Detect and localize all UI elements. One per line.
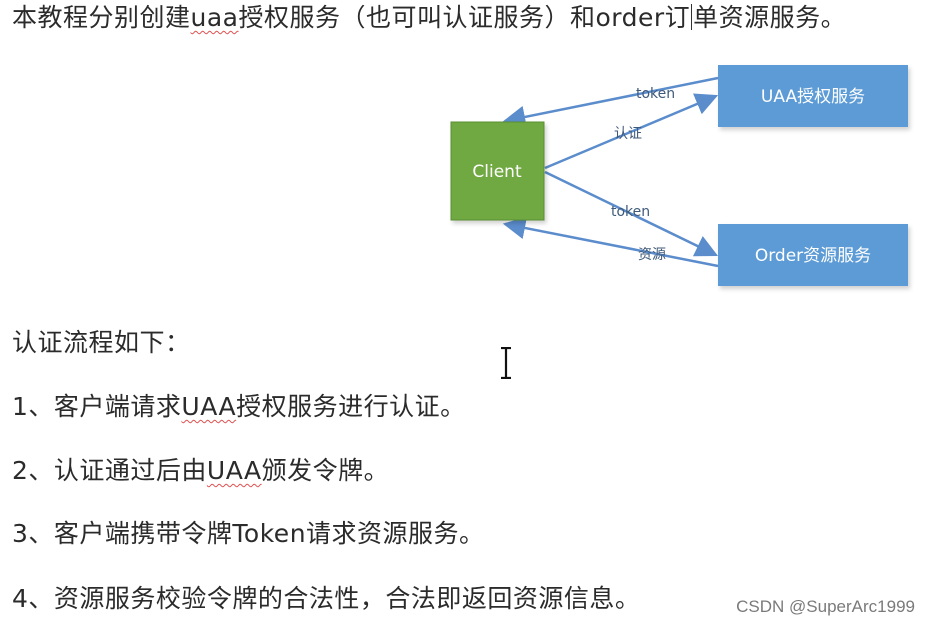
auth-flow-diagram: Client UAA授权服务 Order资源服务 token 认证 token … <box>450 65 908 286</box>
step-1: 1、客户端请求UAA授权服务进行认证。 <box>12 391 466 423</box>
order-service-box <box>718 224 908 286</box>
csdn-watermark: CSDN @SuperArc1999 <box>736 597 915 616</box>
order-service-label: Order资源服务 <box>755 246 871 266</box>
uaa-service-box <box>718 65 908 127</box>
arrow-client-to-order-token <box>544 170 719 257</box>
edge-label-token-top: token <box>636 86 675 102</box>
step-4: 4、资源服务校验令牌的合法性，合法即返回资源信息。 <box>12 584 641 613</box>
step-2-uaa: UAA <box>206 456 262 485</box>
edge-label-auth: 认证 <box>614 126 642 142</box>
step-1-uaa: UAA <box>181 392 237 421</box>
edge-label-resource: 资源 <box>638 247 666 263</box>
arrow-order-to-client-resource <box>502 216 719 268</box>
uaa-service-label: UAA授权服务 <box>761 87 865 107</box>
intro-part3: 单资源服务。 <box>693 3 847 32</box>
step-1-post: 授权服务进行认证。 <box>236 392 466 421</box>
step-2-pre: 2、认证通过后由 <box>12 456 207 485</box>
client-label: Client <box>472 162 522 182</box>
arrow-client-to-uaa-auth <box>544 93 719 170</box>
intro-text: 本教程分别创建uaa授权服务（也可叫认证服务）和order订单资源服务。 <box>12 2 846 34</box>
step-1-pre: 1、客户端请求 <box>12 392 182 421</box>
arrow-uaa-to-client-token <box>502 76 719 129</box>
text-caret <box>691 4 693 30</box>
flow-title: 认证流程如下： <box>12 328 191 357</box>
intro-uaa-misspelled: uaa <box>190 3 239 32</box>
step-3: 3、客户端携带令牌Token请求资源服务。 <box>12 519 485 548</box>
client-box <box>450 121 545 221</box>
step-2: 2、认证通过后由UAA颁发令牌。 <box>12 455 389 487</box>
step-2-post: 颁发令牌。 <box>261 456 390 485</box>
text-cursor-icon <box>501 347 511 379</box>
edge-label-token-bottom: token <box>611 204 650 220</box>
intro-part2: 授权服务（也可叫认证服务）和order订 <box>238 3 691 32</box>
intro-part1: 本教程分别创建 <box>12 3 191 32</box>
